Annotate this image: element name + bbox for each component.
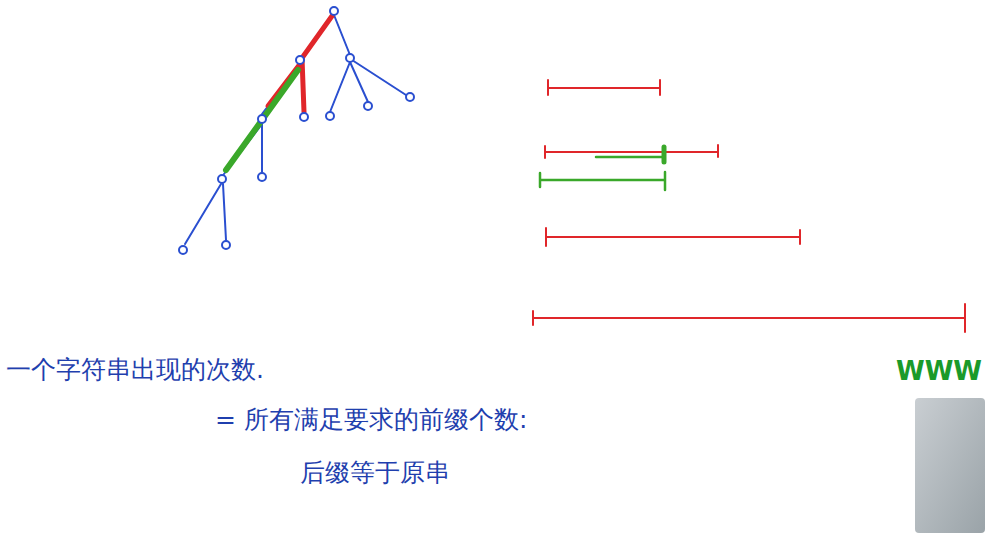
note-text: 后缀等于原串: [300, 458, 450, 488]
note-text: 一个字符串出现的次数.: [6, 355, 264, 385]
note-text: = 所有满足要求的前缀个数:: [215, 405, 527, 435]
tree-nodes: [179, 7, 414, 254]
green-intervals: [540, 147, 665, 190]
red-intervals: [533, 80, 965, 332]
tree-edges: [185, 15, 406, 244]
watermark: WWW: [896, 356, 982, 387]
video-thumbnail: [915, 398, 985, 533]
green-path: [226, 70, 298, 170]
